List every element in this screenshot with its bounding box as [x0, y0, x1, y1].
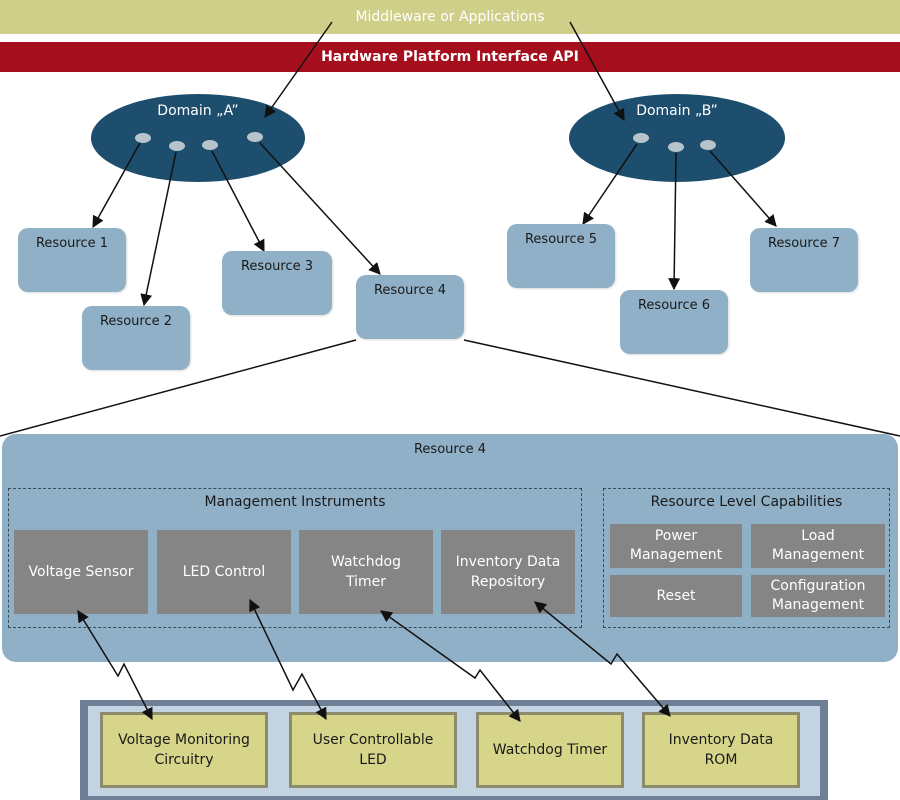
watchdog-timer-hardware-label: Watchdog Timer [492, 742, 608, 758]
configuration-management-box: Configuration Management [751, 575, 885, 617]
domain-a-dot-1 [135, 133, 151, 143]
detail-panel-title: Resource 4 [413, 442, 487, 457]
domain-b-dot-2 [668, 142, 684, 152]
domain-a-dot-2 [169, 141, 185, 151]
middleware-bar: Middleware or Applications [0, 0, 900, 34]
user-controllable-led-box: User Controllable LED [289, 712, 457, 788]
zoom-line-right [463, 339, 900, 437]
voltage-sensor-box: Voltage Sensor [14, 530, 148, 614]
domain-a-ellipse [91, 94, 305, 182]
resource-6-label: Resource 6 [637, 298, 711, 313]
arrow-domain-a-to-resource-4 [259, 142, 381, 275]
domain-a-label: Domain „A” [157, 103, 239, 119]
load-management-label: Load Management [771, 528, 865, 563]
api-bar: Hardware Platform Interface API [0, 42, 900, 72]
inventory-data-rom-label: Inventory Data ROM [668, 732, 774, 768]
watchdog-timer-instrument-box: Watchdog Timer [299, 530, 433, 614]
resource-7-label: Resource 7 [767, 236, 841, 251]
inventory-data-repository-box: Inventory Data Repository [441, 530, 575, 614]
resource-3-label: Resource 3 [240, 259, 314, 274]
user-controllable-led-label: User Controllable LED [312, 732, 434, 768]
domain-b-dot-1 [633, 133, 649, 143]
inventory-data-repository-label: Inventory Data Repository [455, 554, 561, 590]
led-control-box: LED Control [157, 530, 291, 614]
resource-level-capabilities-title: Resource Level Capabilities [650, 494, 843, 510]
power-management-box: Power Management [610, 524, 742, 568]
voltage-sensor-label: Voltage Sensor [28, 564, 134, 580]
watchdog-timer-instrument-label: Watchdog Timer [331, 554, 401, 590]
power-management-label: Power Management [629, 528, 723, 563]
management-instruments-title: Management Instruments [204, 494, 386, 510]
zoom-line-left [0, 339, 357, 437]
domain-b-label: Domain „B” [636, 103, 718, 119]
arrow-domain-b-to-resource-6 [668, 152, 681, 291]
api-label: Hardware Platform Interface API [321, 49, 579, 65]
resource-5-box: Resource 5 [507, 224, 615, 288]
resource-1-box: Resource 1 [18, 228, 126, 292]
domain-a-dot-3 [202, 140, 218, 150]
domain-a-dot-4 [247, 132, 263, 142]
resource-4-box: Resource 4 [356, 275, 464, 339]
arrow-middleware-to-domain-a [264, 21, 333, 118]
configuration-management-label: Configuration Management [770, 578, 866, 613]
resource-7-box: Resource 7 [750, 228, 858, 292]
arrow-domain-a-to-resource-1 [92, 142, 141, 229]
resource-5-label: Resource 5 [524, 232, 598, 247]
resource-3-box: Resource 3 [222, 251, 332, 315]
resource-4-label: Resource 4 [373, 283, 447, 298]
reset-label: Reset [656, 587, 696, 604]
resource-6-box: Resource 6 [620, 290, 728, 354]
arrow-domain-b-to-resource-7 [709, 150, 777, 227]
resource-2-label: Resource 2 [99, 314, 173, 329]
arrow-middleware-to-domain-b [569, 21, 625, 122]
arrow-domain-a-to-resource-2 [140, 151, 177, 307]
resource-level-capabilities-group [603, 488, 890, 628]
voltage-monitoring-circuitry-box: Voltage Monitoring Circuitry [100, 712, 268, 788]
led-control-label: LED Control [182, 564, 266, 580]
domain-b-dot-3 [700, 140, 716, 150]
load-management-box: Load Management [751, 524, 885, 568]
middleware-label: Middleware or Applications [355, 9, 545, 25]
resource-1-label: Resource 1 [35, 236, 109, 251]
watchdog-timer-hardware-box: Watchdog Timer [476, 712, 624, 788]
arrow-domain-b-to-resource-5 [582, 143, 638, 225]
reset-box: Reset [610, 575, 742, 617]
arrow-domain-a-to-resource-3 [211, 150, 265, 253]
resource-2-box: Resource 2 [82, 306, 190, 370]
inventory-data-rom-box: Inventory Data ROM [642, 712, 800, 788]
voltage-monitoring-circuitry-label: Voltage Monitoring Circuitry [118, 732, 250, 768]
